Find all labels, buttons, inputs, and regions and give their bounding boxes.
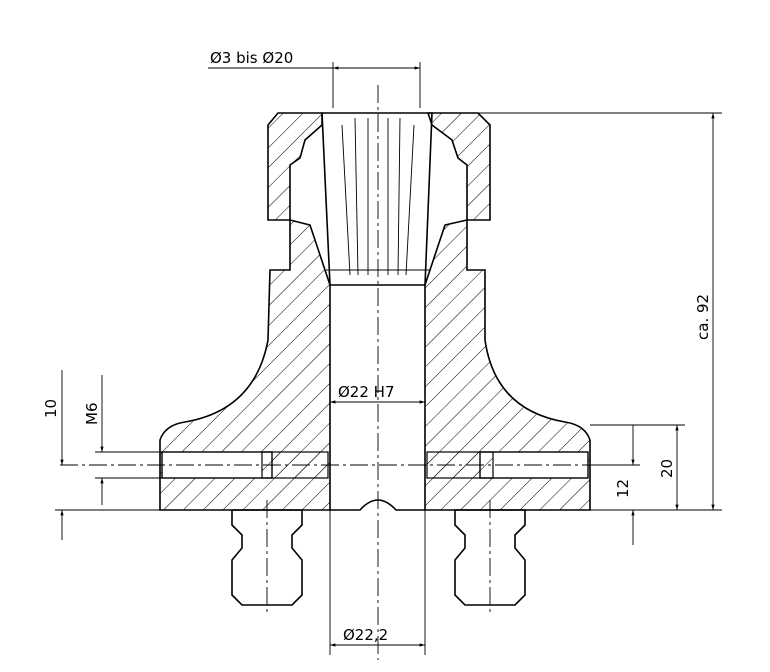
dim-bottom-bore: Ø22,2 bbox=[329, 510, 426, 655]
body-right bbox=[424, 218, 591, 511]
body-left bbox=[159, 218, 331, 511]
bore-label: Ø22 H7 bbox=[338, 383, 394, 401]
thread-label: M6 bbox=[83, 403, 101, 426]
dim-thread: M6 bbox=[83, 375, 162, 505]
hole-height-label: 12 bbox=[614, 479, 632, 498]
clamping-nut-right bbox=[426, 112, 491, 221]
flange-offset-label: 10 bbox=[42, 399, 60, 418]
dim-collet-range: Ø3 bis Ø20 bbox=[208, 49, 421, 108]
collet-range-label: Ø3 bis Ø20 bbox=[210, 49, 293, 67]
dim-flange-height: 20 bbox=[590, 424, 685, 510]
dim-hole-height: 12 bbox=[590, 425, 640, 545]
bottom-bore-label: Ø22,2 bbox=[343, 626, 388, 644]
flange-height-label: 20 bbox=[658, 459, 676, 478]
clamping-nut-left bbox=[267, 112, 323, 221]
overall-height-label: ca. 92 bbox=[694, 294, 712, 340]
dim-overall-height: ca. 92 bbox=[478, 112, 722, 511]
collet bbox=[321, 112, 433, 286]
stud-right bbox=[454, 509, 526, 606]
dim-flange-offset: 10 bbox=[42, 370, 160, 540]
stud-left bbox=[231, 509, 303, 606]
dim-bore: Ø22 H7 bbox=[330, 383, 425, 404]
